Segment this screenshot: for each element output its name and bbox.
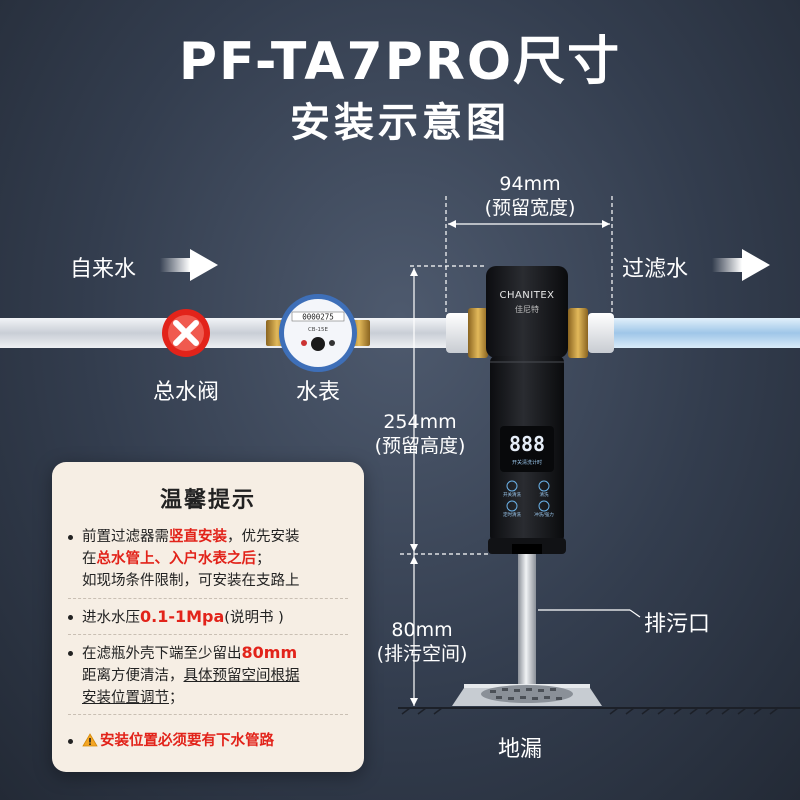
button-label-flush: 冲洗/强力 xyxy=(534,513,554,518)
drain-outlet-label: 排污口 xyxy=(644,612,711,637)
svg-text:CB-15E: CB-15E xyxy=(308,327,329,333)
inlet-pipe xyxy=(0,318,448,348)
drain-note: (排污空间) xyxy=(376,643,468,665)
tip-highlight: 总水管上、入户水表之后 xyxy=(96,551,257,567)
tip-text: 距离方便清洁， xyxy=(82,668,184,684)
height-dimension xyxy=(400,265,488,555)
inlet-nut xyxy=(468,308,488,358)
brand-logo-cn: 佳尼特 xyxy=(515,305,539,314)
height-note: (预留高度) xyxy=(374,435,466,457)
outlet-pipe xyxy=(606,318,800,348)
width-value: 94mm xyxy=(499,173,561,195)
tip-text: 前置过滤器需 xyxy=(82,529,169,545)
floor-drain-label: 地漏 xyxy=(498,737,543,762)
tip-highlight: 0.1-1Mpa xyxy=(140,607,225,626)
bullet-icon xyxy=(68,535,73,540)
drain-value: 80mm xyxy=(391,619,453,641)
tip-text: 如现场条件限制，可安装在支路上 xyxy=(82,573,300,589)
meter-label: 水表 xyxy=(295,380,340,405)
inlet-label: 自来水 xyxy=(70,257,137,282)
tips-card: 温馨提示 前置过滤器需竖直安装，优先安装 在总水管上、入户水表之后； 如现场条件… xyxy=(52,462,364,772)
warning-icon xyxy=(82,733,98,747)
display-caption: 开关清洗计时 xyxy=(511,460,542,466)
water-meter: 0000275 CB-15E xyxy=(266,294,370,372)
bullet-icon xyxy=(68,651,73,656)
outlet-nut xyxy=(568,308,588,358)
tip-item-drain: 安装位置必须要有下水管路 xyxy=(68,730,358,752)
page-title: PF-TA7PRO尺寸 xyxy=(178,32,622,92)
meter-reading: 0000275 xyxy=(302,313,334,322)
brand-logo: CHANITEX xyxy=(499,290,555,301)
tip-item-clearance: 在滤瓶外壳下端至少留出80mm 距离方便清洁，具体预留空间根据 安装位置调节； xyxy=(68,642,358,709)
tips-title: 温馨提示 xyxy=(159,488,256,513)
width-dimension xyxy=(445,196,613,312)
drain-pipe xyxy=(518,554,536,684)
bullet-icon xyxy=(68,615,73,620)
tip-text: 进水水压 xyxy=(82,610,140,626)
outlet-label: 过滤水 xyxy=(622,257,689,282)
tip-item-vertical: 前置过滤器需竖直安装，优先安装 在总水管上、入户水表之后； 如现场条件限制，可安… xyxy=(68,526,358,592)
tip-text: ； xyxy=(256,551,271,567)
divider xyxy=(68,634,348,635)
outlet-arrow-tail xyxy=(712,258,742,272)
tip-text: 在 xyxy=(82,551,97,567)
page-subtitle: 安装示意图 xyxy=(290,100,510,146)
tip-highlight: 安装位置必须要有下水管路 xyxy=(100,733,274,749)
divider xyxy=(68,598,348,599)
tip-text: 在滤瓶外壳下端至少留出 xyxy=(82,646,242,662)
main-valve xyxy=(162,309,210,357)
main-valve-label: 总水阀 xyxy=(152,380,219,405)
tip-underlined: 具体预留空间根据 xyxy=(183,668,300,684)
tip-item-pressure: 进水水压0.1-1Mpa(说明书 ) xyxy=(68,606,358,629)
height-value: 254mm xyxy=(383,411,457,433)
inlet-arrow-icon xyxy=(190,249,218,281)
bullet-icon xyxy=(68,739,73,744)
filter-head xyxy=(486,266,568,358)
tip-text: ，优先安装 xyxy=(227,529,300,545)
button-label-timer: 定时清洗 xyxy=(503,513,521,518)
inlet-arrow-tail xyxy=(160,258,190,272)
width-note: (预留宽度) xyxy=(484,197,576,219)
display-digits: 888 xyxy=(508,432,546,456)
button-label-clean: 开关清洗 xyxy=(503,493,521,498)
tip-highlight: 80mm xyxy=(241,643,298,662)
tip-text: ； xyxy=(169,690,184,706)
outlet-arrow-icon xyxy=(742,249,770,281)
tip-text: (说明书 ) xyxy=(224,610,284,626)
button-label-wash: 清洗 xyxy=(539,493,549,498)
divider xyxy=(68,714,348,715)
floor-drain xyxy=(452,684,602,706)
tip-underlined: 安装位置调节 xyxy=(82,690,169,706)
tip-highlight: 竖直安装 xyxy=(169,529,227,545)
